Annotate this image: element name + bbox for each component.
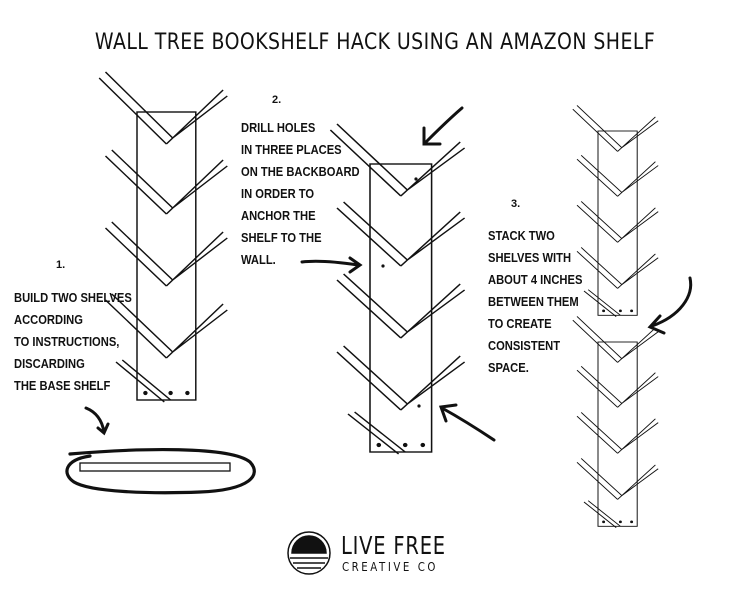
step-2-line: ON THE BACKBOARD (241, 164, 360, 179)
step-1-number: 1. (56, 259, 66, 271)
step-3-line: BETWEEN THEM (488, 294, 579, 309)
step-2-text: DRILL HOLES IN THREE PLACES ON THE BACKB… (241, 117, 360, 271)
logo-name: LIVE FREE (341, 531, 446, 560)
step-1-text: BUILD TWO SHELVES ACCORDING TO INSTRUCTI… (14, 287, 132, 397)
step-3-line: SHELVES WITH (488, 250, 572, 265)
step-1-line: BUILD TWO SHELVES (14, 290, 132, 305)
step-3-line: SPACE. (488, 360, 529, 375)
page-title: WALL TREE BOOKSHELF HACK USING AN AMAZON… (94, 30, 656, 55)
drill-hole-arrows (300, 106, 496, 442)
step-3-number: 3. (511, 198, 521, 210)
step-1-line: ACCORDING (14, 312, 83, 327)
step-2-line: IN ORDER TO (241, 186, 315, 201)
step-2-number: 2. (272, 94, 282, 106)
step-3-line: ABOUT 4 INCHES (488, 272, 583, 287)
step-1-line: TO INSTRUCTIONS, (14, 334, 120, 349)
step-1-shelf-drawing (98, 71, 229, 403)
step-2-line: WALL. (241, 252, 276, 267)
logo-tagline: CREATIVE CO (342, 560, 438, 574)
discarded-base-shelf (65, 447, 256, 495)
arrow-to-base-shelf (84, 406, 110, 436)
step-2-line: ANCHOR THE (241, 208, 316, 223)
step-2-shelf-drawing (329, 123, 466, 455)
step-3-line: TO CREATE (488, 316, 552, 331)
step-3-line: CONSISTENT (488, 338, 561, 353)
step-3-line: STACK TWO (488, 228, 555, 243)
step-2-line: IN THREE PLACES (241, 142, 342, 157)
step-3-text: STACK TWO SHELVES WITH ABOUT 4 INCHES BE… (488, 225, 582, 379)
sunset-circle-icon (287, 531, 331, 575)
step-1-line: THE BASE SHELF (14, 378, 111, 393)
step-2-line: SHELF TO THE (241, 230, 322, 245)
arrow-to-gap (647, 276, 693, 335)
step-2-line: DRILL HOLES (241, 120, 316, 135)
step-3-shelf-drawing (572, 104, 659, 529)
step-1-line: DISCARDING (14, 356, 85, 371)
